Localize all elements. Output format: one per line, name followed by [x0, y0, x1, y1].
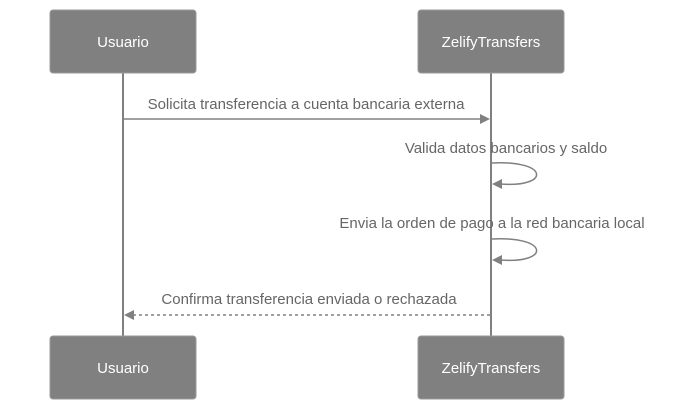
message-label: Confirma transferencia enviada o rechaza… — [161, 291, 457, 308]
arrow-right-icon — [480, 114, 490, 124]
message-request: Solicita transferencia a cuenta bancaria… — [124, 96, 490, 124]
actor-zelify-bottom: ZelifyTransfers — [417, 335, 565, 400]
actor-zelify-top: ZelifyTransfers — [417, 9, 565, 74]
actor-label: Usuario — [97, 360, 149, 377]
actor-label: ZelifyTransfers — [442, 34, 541, 51]
arrow-left-icon — [492, 179, 502, 189]
arrow-left-icon — [124, 310, 134, 320]
message-label: Envia la orden de pago a la red bancaria… — [339, 215, 644, 232]
message-label: Solicita transferencia a cuenta bancaria… — [148, 96, 466, 113]
arrow-left-icon — [492, 255, 502, 265]
actor-usuario-top: Usuario — [49, 9, 197, 74]
actor-label: ZelifyTransfers — [442, 360, 541, 377]
actor-usuario-bottom: Usuario — [49, 335, 197, 400]
message-send-order: Envia la orden de pago a la red bancaria… — [339, 215, 645, 265]
message-validate: Valida datos bancarios y saldo — [405, 140, 607, 189]
actor-label: Usuario — [97, 34, 149, 51]
message-confirm: Confirma transferencia enviada o rechaza… — [124, 291, 490, 320]
message-label: Valida datos bancarios y saldo — [405, 140, 607, 157]
